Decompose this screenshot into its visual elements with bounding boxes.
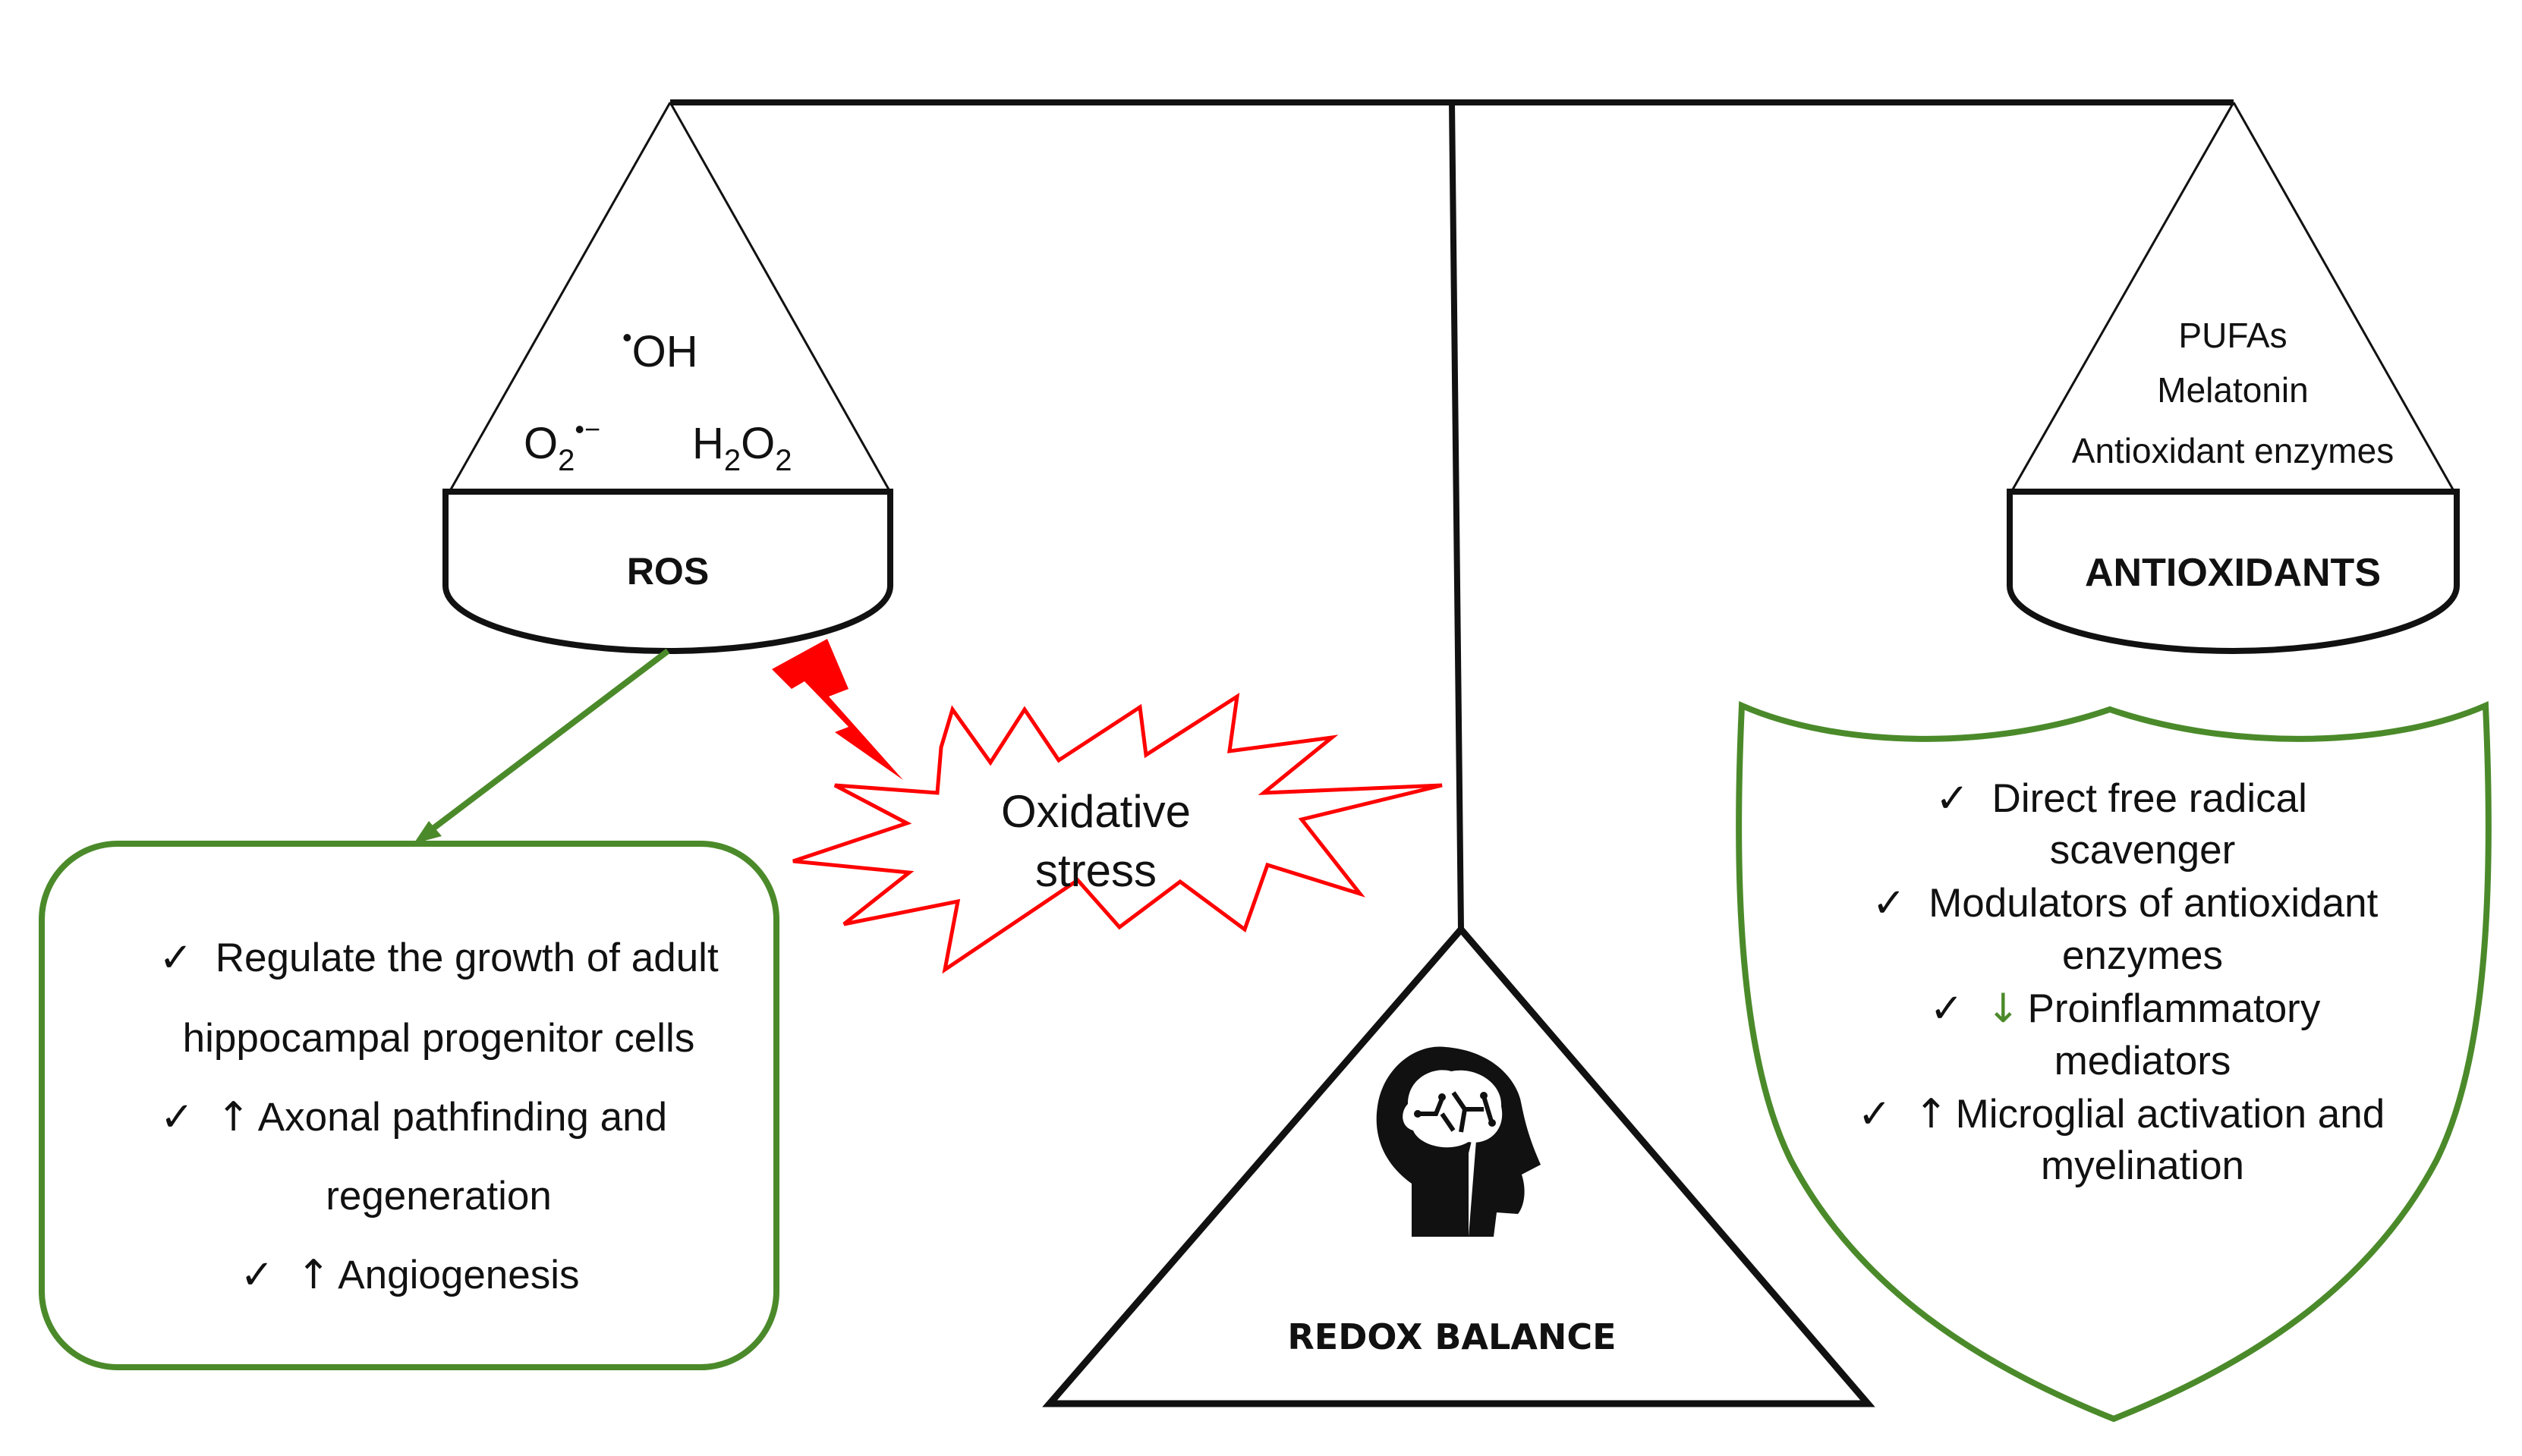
ros-effect-line-5: ✓↑Angiogenesis	[240, 1252, 579, 1298]
antioxidant-effect-line-3: ✓Modulators of antioxidant	[1872, 880, 2379, 926]
ros-effect-line-3: ✓↑Axonal pathfinding and	[160, 1094, 667, 1140]
antioxidants-label: ANTIOXIDANTS	[2085, 551, 2381, 595]
lightning-bolt-icon	[772, 639, 903, 780]
ros-effect-line-2: hippocampal progenitor cells	[183, 1016, 695, 1061]
antioxidant-effect-line-8: myelination	[2041, 1143, 2244, 1188]
ros-label: ROS	[627, 550, 709, 593]
antioxidant-effect-line-1: ✓Direct free radical	[1935, 775, 2307, 822]
antioxidant-item-pufas: PUFAs	[2178, 316, 2287, 355]
ros-effects-box	[39, 841, 779, 1370]
antioxidant-effect-line-2: scavenger	[2050, 828, 2236, 873]
superoxide-anion: O2•−	[524, 414, 600, 477]
redox-balance-label: REDOX BALANCE	[1287, 1316, 1616, 1357]
hydroxyl-radical: •OH	[622, 322, 698, 376]
oxidative-stress-line-2: stress	[1035, 845, 1157, 896]
oxidative-stress-line-1: Oxidative	[1001, 786, 1191, 837]
ros-effects-arrow	[414, 648, 670, 844]
antioxidant-item-enzymes: Antioxidant enzymes	[2072, 431, 2394, 470]
antioxidant-shield	[1736, 700, 2492, 1423]
hydrogen-peroxide: H2O2	[692, 419, 792, 477]
antioxidant-item-melatonin: Melatonin	[2157, 370, 2308, 410]
oxidative-stress-burst	[792, 692, 1443, 974]
antioxidant-effect-line-5: ✓↓Proinflammatory	[1930, 986, 2321, 1032]
ros-effect-line-1: ✓Regulate the growth of adult	[159, 935, 719, 981]
antioxidant-effect-line-6: mediators	[2054, 1039, 2231, 1083]
ros-pan	[442, 102, 893, 655]
ros-effect-line-4: regeneration	[326, 1174, 552, 1219]
antioxidant-effect-line-7: ✓↑Microglial activation and	[1858, 1091, 2385, 1137]
antioxidant-effect-line-4: enzymes	[2062, 933, 2223, 978]
balance-post	[1449, 102, 1464, 930]
brain-head-icon	[1376, 1046, 1541, 1237]
antioxidant-pan	[2007, 102, 2460, 655]
